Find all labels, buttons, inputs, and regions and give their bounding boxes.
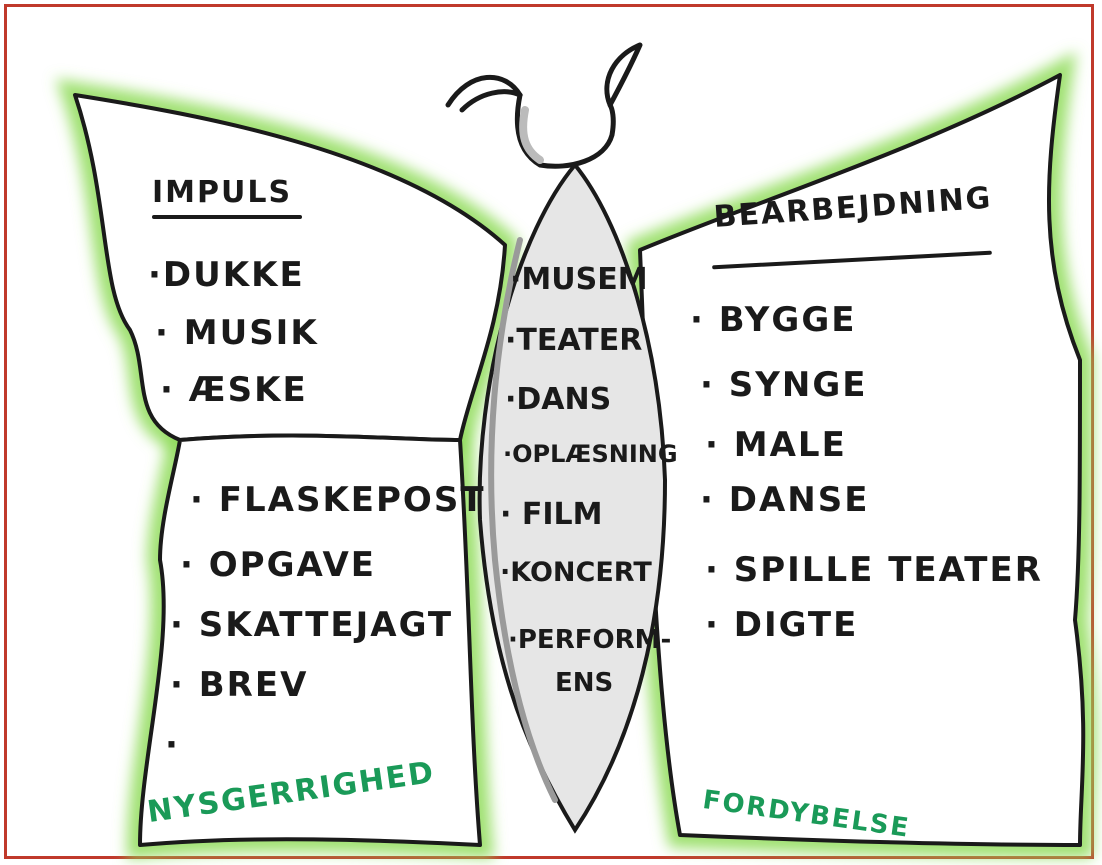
wing-outlines — [73, 73, 1086, 847]
left-lower-item: · SKATTEJAGT — [170, 605, 454, 645]
body-item: ENS — [555, 668, 614, 698]
left-lower-item: · BREV — [170, 665, 309, 705]
body-item: · FILM — [500, 497, 603, 532]
left-upper-item: · ÆSKE — [160, 370, 308, 410]
body-item: ·PERFORM- — [508, 625, 672, 655]
left-upper-item: ·DUKKE — [148, 255, 305, 295]
butterfly-body — [477, 161, 668, 834]
left-wing-heading: IMPULS — [152, 175, 293, 210]
body-item: ·OPLÆSNING — [503, 440, 678, 468]
left-lower-wing — [138, 433, 482, 847]
right-wing-item: · DIGTE — [705, 605, 859, 645]
butterfly-head — [445, 42, 643, 169]
body-item: ·DANS — [505, 382, 612, 417]
right-wing — [638, 73, 1086, 847]
right-wing-item: · MALE — [705, 425, 847, 465]
right-wing-item: · BYGGE — [690, 300, 857, 340]
left-upper-item: · MUSIK — [155, 313, 319, 353]
body-shading — [488, 237, 558, 803]
left-lower-item: · FLASKEPOST — [190, 480, 486, 520]
right-wing-item: · SPILLE TEATER — [705, 550, 1043, 590]
body-item: ·TEATER — [505, 323, 643, 358]
left-heading-underline — [152, 215, 302, 219]
body-item: ·MUSEM — [510, 262, 648, 297]
right-wing-item: · DANSE — [700, 480, 870, 520]
left-lower-item: · OPGAVE — [180, 545, 377, 585]
right-wing-item: · SYNGE — [700, 365, 868, 405]
body-item: ·KONCERT — [500, 557, 652, 588]
left-lower-item: · — [165, 725, 180, 765]
